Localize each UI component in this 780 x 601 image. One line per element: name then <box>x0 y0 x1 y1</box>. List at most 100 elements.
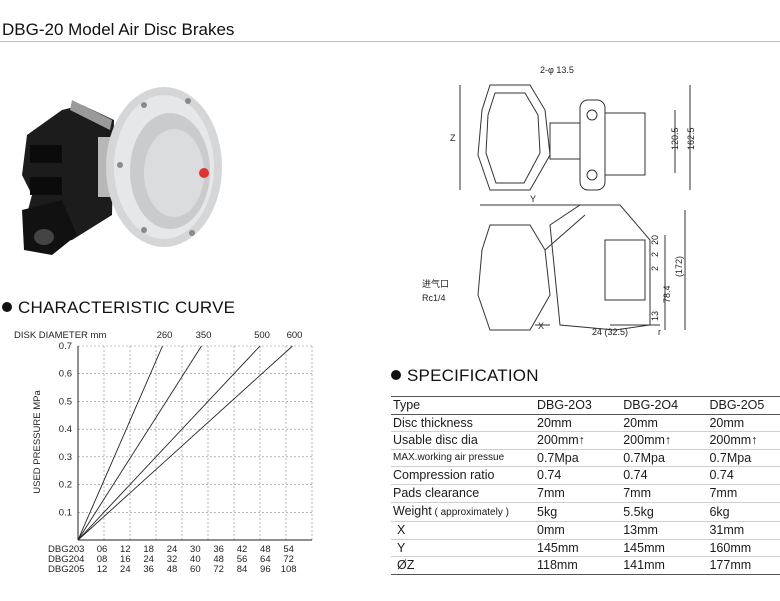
dim-holes: 2-φ 13.5 <box>540 65 574 75</box>
series-line-600 <box>77 345 293 541</box>
series-label-600: 600 <box>287 330 303 341</box>
spec-row-label: Y <box>397 540 406 555</box>
x-tick-label: 60 <box>190 564 201 575</box>
dim-78: 78.4 <box>662 285 672 303</box>
spec-value: 20mm <box>623 415 658 430</box>
brake-product-photo <box>2 65 227 275</box>
inlet-label-cn: 进气口 <box>422 278 449 289</box>
x-row-model-DBG205: DBG205 <box>48 564 84 575</box>
spec-value: 7mm <box>537 485 565 500</box>
series-label-500: 500 <box>254 330 270 341</box>
x-tick-label: 24 <box>167 544 178 555</box>
spec-row-label: ØZ <box>397 558 415 573</box>
dim-2a: 2 <box>650 252 660 257</box>
x-tick-label: 64 <box>260 554 271 565</box>
x-tick-label: 12 <box>97 564 108 575</box>
x-row-model-DBG203: DBG203 <box>48 544 84 555</box>
spec-value: 5kg <box>537 504 558 519</box>
spec-value: 200mm↑ <box>537 433 585 448</box>
x-tick-label: 48 <box>260 544 271 555</box>
spec-value: 0.7Mpa <box>537 450 579 465</box>
spec-value: 5.5kg <box>623 504 654 519</box>
dim-120: 120.5 <box>670 127 680 150</box>
spec-row-label: MAX.working air pressue <box>393 451 505 463</box>
y-tick-label: 0.3 <box>59 452 72 463</box>
spec-value: 6kg <box>709 504 730 519</box>
spec-row: MAX.working air pressue 0.7Mpa 0.7Mpa 0.7Mp… <box>391 449 780 467</box>
top-axis-label: DISK DIAMETER mm <box>14 330 106 341</box>
x-tick-label: 06 <box>97 544 108 555</box>
x-tick-label: 96 <box>260 564 271 575</box>
dim-172: (172) <box>674 256 684 277</box>
x-tick-label: 30 <box>190 544 201 555</box>
page-title: DBG-20 Model Air Disc Brakes <box>2 20 235 39</box>
spec-row-label: Usable disc dia <box>393 433 478 448</box>
x-tick-label: 08 <box>97 554 108 565</box>
chart-grid <box>77 345 313 541</box>
x-tick-label: 48 <box>167 564 178 575</box>
series-line-260 <box>77 345 163 541</box>
chart-series <box>77 345 293 541</box>
x-tick-label: 40 <box>190 554 201 565</box>
y-tick-label: 0.4 <box>59 424 72 435</box>
spec-row: Usable disc dia 200mm↑ 200mm↑ 200mm↑ <box>391 432 780 450</box>
x-tick-label: 18 <box>143 544 154 555</box>
y-tick-label: 0.5 <box>59 396 72 407</box>
x-tick-label: 54 <box>283 544 294 555</box>
y-tick-label: 0.7 <box>59 341 72 352</box>
x-tick-label: 84 <box>237 564 248 575</box>
spec-value: 145mm <box>537 540 579 555</box>
spec-value: 0.7Mpa <box>709 450 752 465</box>
x-tick-label: 108 <box>281 564 297 575</box>
dim-20: 20 <box>650 235 660 245</box>
spec-value: 145mm <box>623 540 665 555</box>
spec-value: 200mm↑ <box>623 433 672 448</box>
dim-24: 24 (32.5) <box>592 327 628 337</box>
dim-r: r <box>658 327 661 337</box>
spec-row-label: Disc thickness <box>393 415 473 430</box>
bullet-icon <box>2 302 12 312</box>
spec-value: 13mm <box>623 523 658 538</box>
dim-13: 13 <box>650 311 660 321</box>
dim-y: Y <box>530 194 536 204</box>
x-row-model-DBG204: DBG204 <box>48 554 84 565</box>
series-line-500 <box>77 345 261 541</box>
y-axis-title: USED PRESSURE MPa <box>32 390 43 494</box>
spec-value: 20mm <box>709 415 745 430</box>
spec-value: 7mm <box>709 485 738 500</box>
spec-section-heading: SPECIFICATION <box>391 366 539 386</box>
series-label-260: 260 <box>157 330 173 341</box>
x-tick-label: 56 <box>237 554 248 565</box>
spec-row-label: X <box>397 523 406 538</box>
x-tick-label: 24 <box>143 554 154 565</box>
spec-value: 160mm <box>709 540 752 555</box>
spec-value: 200mm↑ <box>709 433 758 448</box>
y-tick-label: 0.1 <box>59 507 72 518</box>
spec-header-cell: Type <box>393 398 421 412</box>
dim-z: Z <box>450 133 456 143</box>
spec-value: 141mm <box>623 558 665 573</box>
x-tick-label: 72 <box>213 564 224 575</box>
x-tick-label: 32 <box>167 554 178 565</box>
bullet-icon <box>391 370 401 380</box>
spec-value: 0.74 <box>623 468 648 483</box>
series-line-350 <box>77 345 202 541</box>
technical-drawing: 2-φ 13.5 Z Y X 120.5 162.5 2 2 20 (172) … <box>422 65 696 337</box>
x-tick-label: 12 <box>120 544 131 555</box>
title-divider <box>0 41 780 42</box>
spec-value: 0.74 <box>537 468 562 483</box>
spec-value: 0.7Mpa <box>623 450 665 465</box>
dim-x: X <box>538 321 544 331</box>
y-tick-label: 0.2 <box>59 480 72 491</box>
x-tick-label: 16 <box>120 554 131 565</box>
dim-162: 162.5 <box>686 127 696 150</box>
